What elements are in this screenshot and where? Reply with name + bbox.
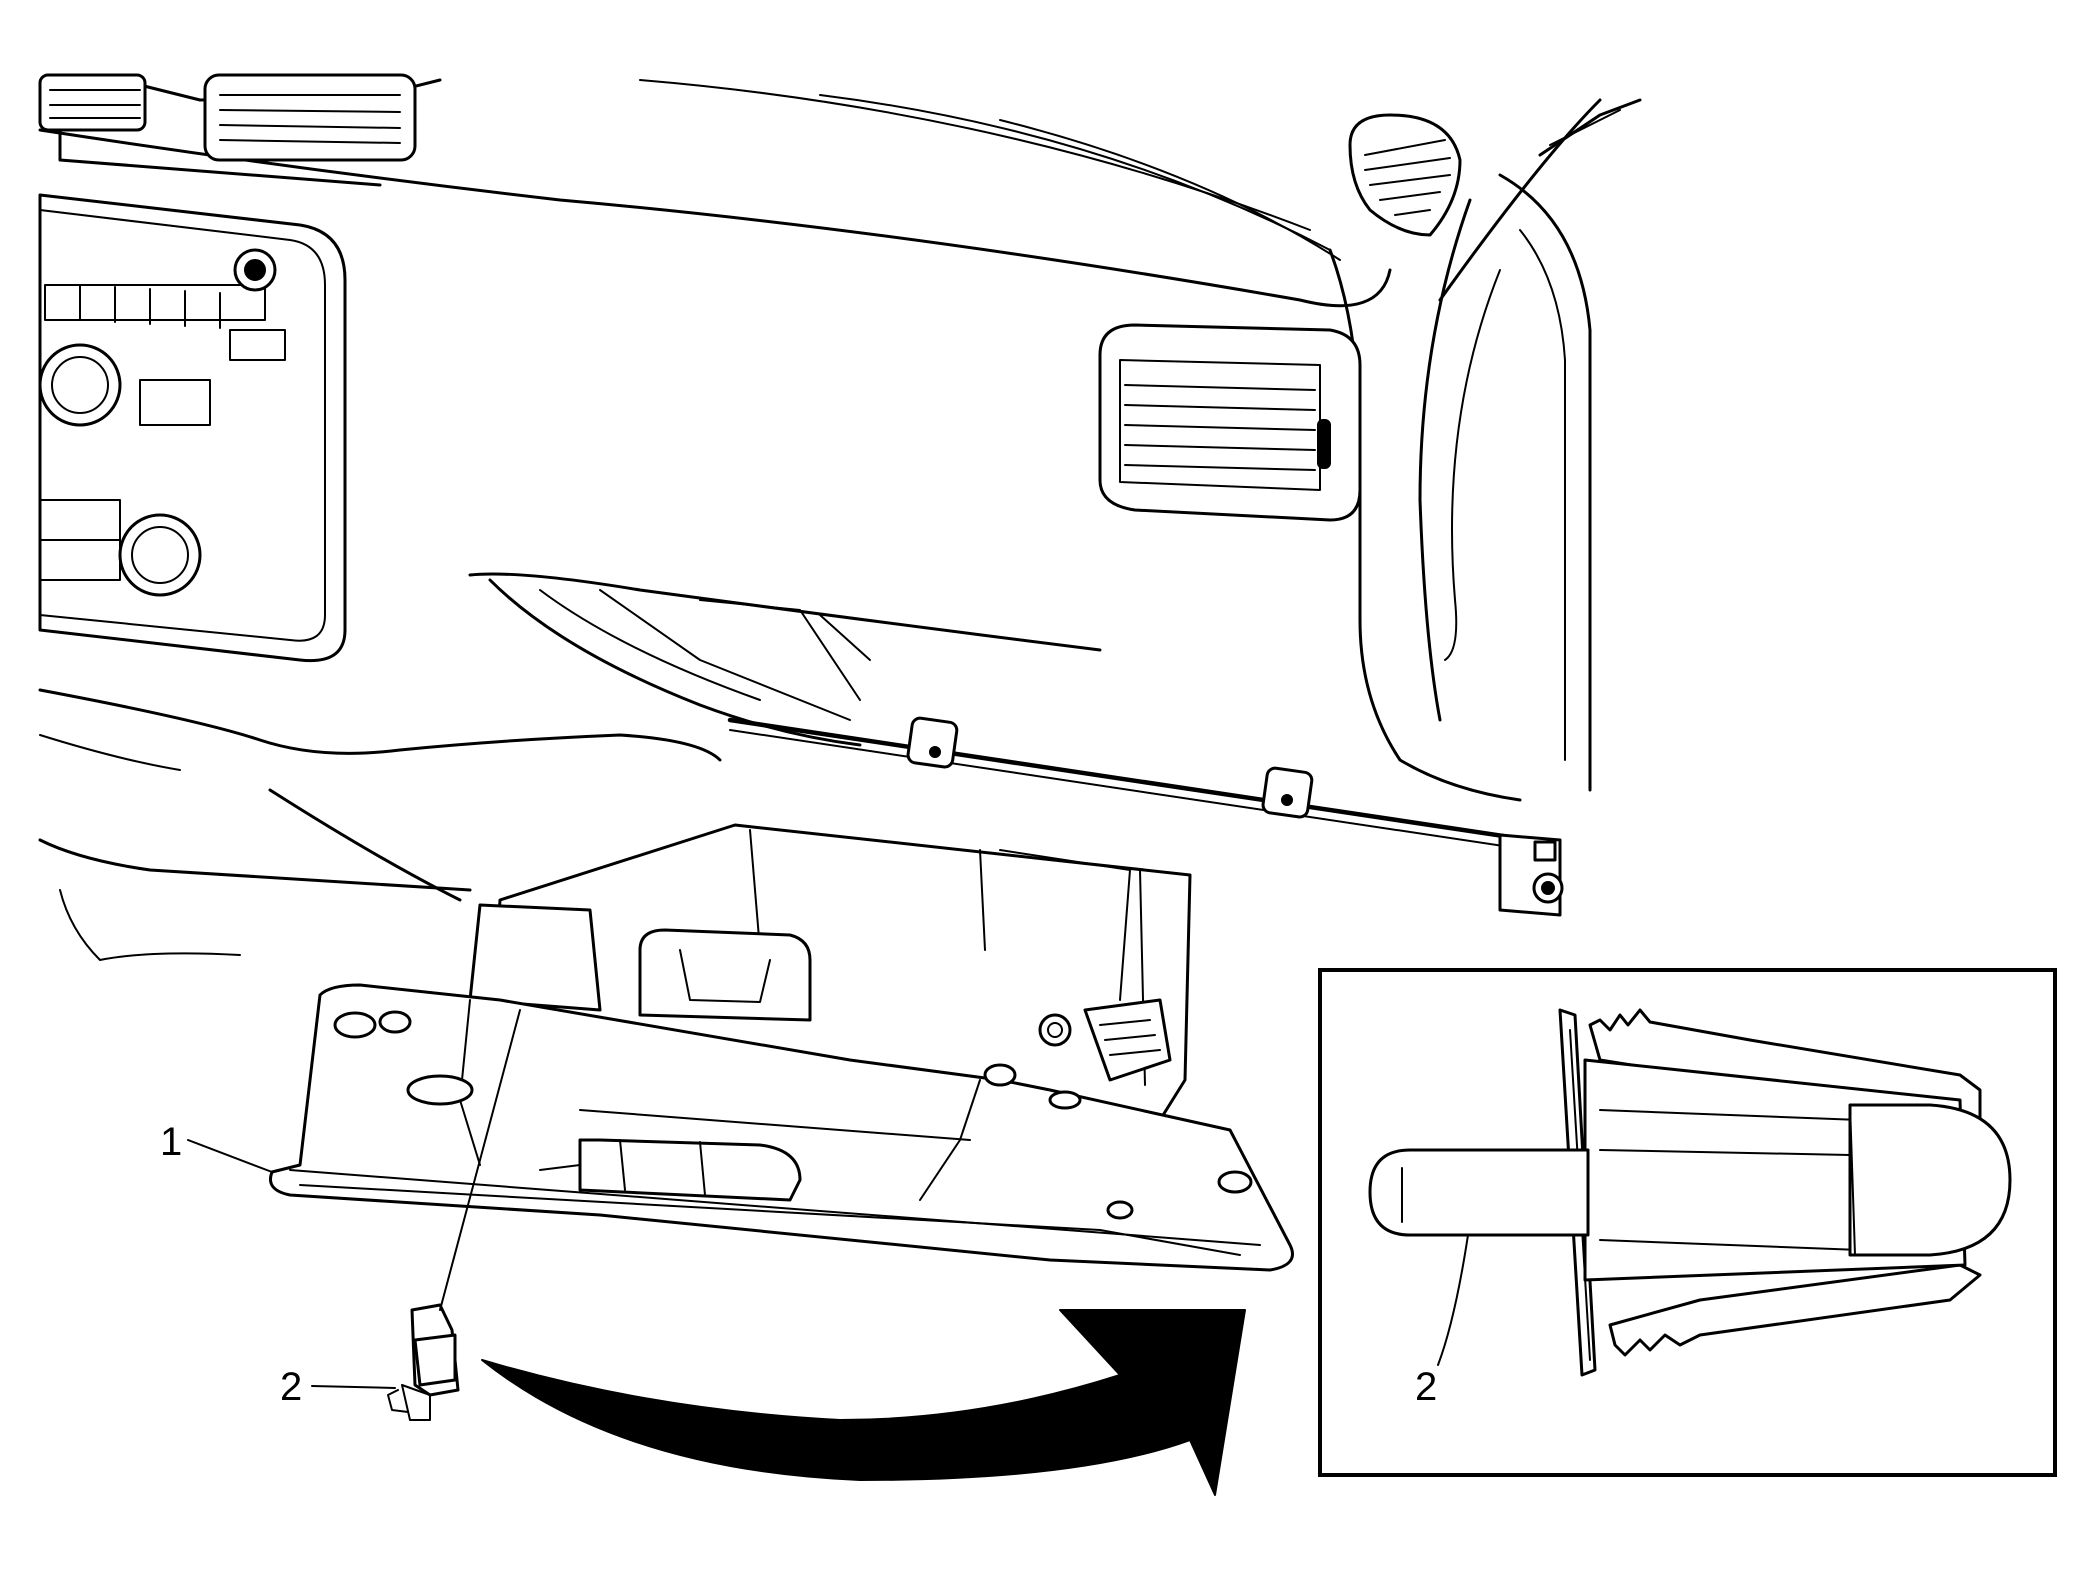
callout-2-main: 2 xyxy=(280,1365,396,1409)
bumper-detail xyxy=(1368,1008,2012,1377)
callout-1-label: 1 xyxy=(160,1120,182,1164)
glove-box-bumper xyxy=(387,1303,460,1421)
detail-inset: 2 xyxy=(1318,968,2057,1477)
callout-2-detail: 2 xyxy=(1415,1234,1469,1409)
callout-2-main-label: 2 xyxy=(280,1365,302,1409)
callout-2-main-leader xyxy=(311,1385,396,1389)
glove-box xyxy=(269,823,1294,1272)
callout-1-leader xyxy=(187,1139,273,1173)
callout-2-detail-label: 2 xyxy=(1415,1365,1437,1409)
instrument-panel xyxy=(38,73,1642,961)
bumper-leader-line xyxy=(439,1009,521,1311)
callout-1: 1 xyxy=(160,1120,273,1173)
rotation-arrow xyxy=(481,1309,1246,1496)
callout-2-detail-leader xyxy=(1437,1234,1469,1366)
